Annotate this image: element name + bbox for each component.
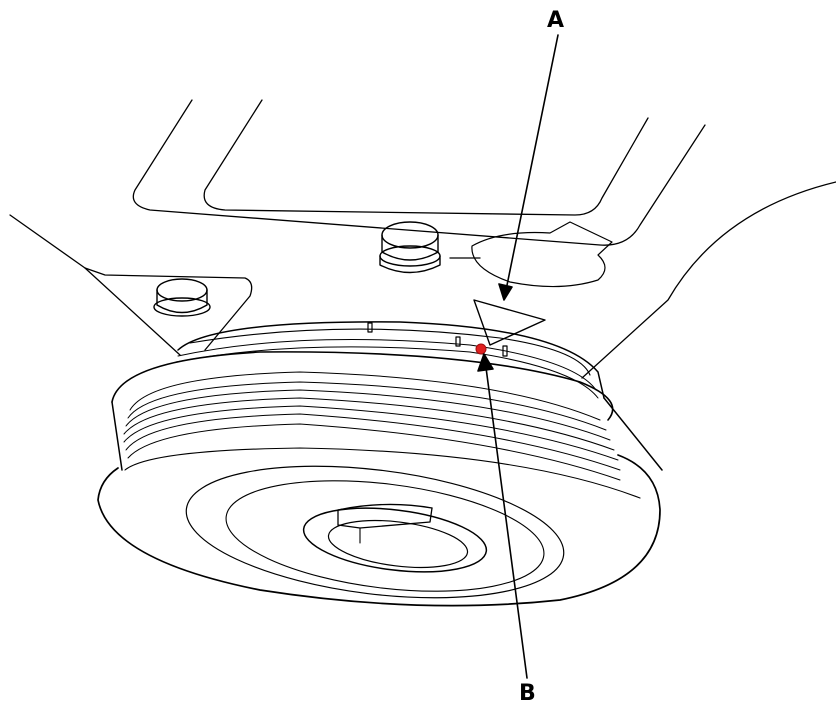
callout-arrow-a [498,34,559,301]
timing-mark-dot [475,343,487,355]
callout-label-b: B [519,681,536,706]
engine-block-outline [9,99,836,379]
pulley-notches [367,322,508,357]
bolt-left [153,278,211,317]
bolt-upper [379,221,441,274]
crankshaft-pulley [97,321,663,607]
callout-label-a: A [547,8,565,33]
callout-arrow-b [477,353,528,679]
timing-pointer-triangle [473,299,546,346]
